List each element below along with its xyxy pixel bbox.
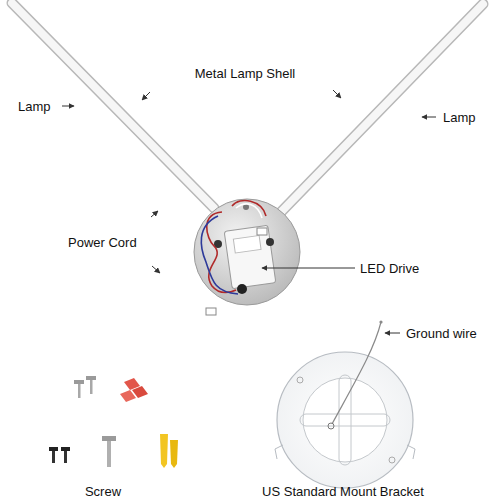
- part-label: Screw: [85, 484, 121, 499]
- part-label: Power Cord: [68, 235, 137, 250]
- part-label: LED Drive: [360, 261, 419, 276]
- lamp-tube: [281, 4, 483, 212]
- part-label: Metal Lamp Shell: [195, 66, 295, 81]
- mount-bracket: [275, 352, 415, 488]
- part-label: Ground wire: [406, 326, 477, 341]
- lamp-base: [194, 199, 300, 305]
- lamp-tube: [12, 3, 214, 208]
- ground-wire: [328, 320, 383, 429]
- part-label: Lamp: [443, 110, 476, 125]
- leader-arrow: [62, 90, 436, 333]
- power-cord: [201, 201, 267, 315]
- part-label: US Standard Mount Bracket: [262, 484, 424, 499]
- part-label: Lamp: [18, 99, 51, 114]
- hardware-screws: [49, 376, 178, 468]
